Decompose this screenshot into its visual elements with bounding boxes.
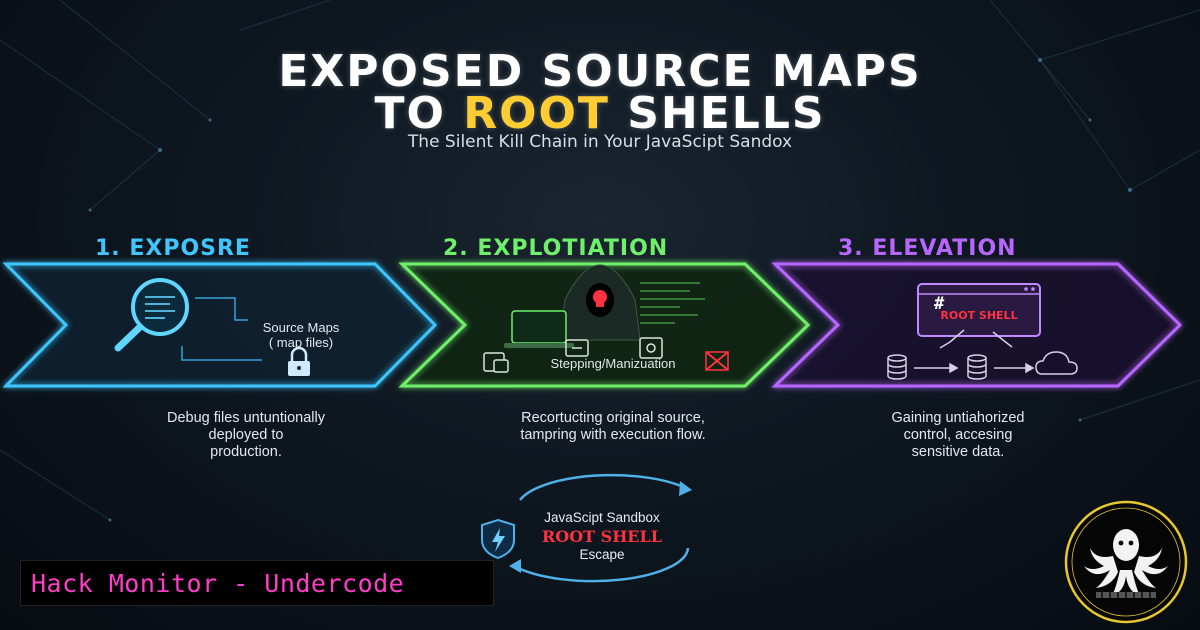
brand-banner: Hack Monitor - Undercode [20, 560, 494, 606]
stage-3-desc-line-1: Gaining untiahorized [891, 410, 1025, 426]
root-shell-screen-label: ROOT SHELL [940, 309, 1018, 322]
title-prefix: TO [374, 88, 464, 139]
title-line-1: EXPOSED SOURCE MAPS [278, 46, 922, 97]
cycle-line-2: ROOT SHELL [541, 527, 662, 546]
stage-2-desc-line-2: tampring with execution flow. [520, 427, 706, 443]
cloud-icon [1035, 351, 1078, 375]
stage-2-description: Recortucting original source, tampring w… [458, 410, 768, 444]
hash-symbol: # [934, 294, 945, 314]
magnifier-icon [114, 278, 189, 352]
title-suffix: SHELLS [609, 88, 826, 139]
stage-1-desc-line-1: Debug files untuntionally [167, 410, 325, 426]
laptop-icon [504, 310, 574, 348]
stage-1-desc-line-2: deployed to [208, 427, 284, 443]
subtitle: The Silent Kill Chain in Your JavaScipt … [407, 132, 793, 152]
arrows-icon [914, 362, 1035, 374]
hacker-icon [559, 264, 641, 341]
source-maps-label: Source Maps ( map files) [236, 320, 366, 350]
title-line-2: TO ROOT SHELLS [0, 88, 1200, 139]
stage-2-desc-line-1: Recortucting original source, [521, 410, 705, 426]
stage-2-title: 2. EXPLOTIATION [443, 236, 669, 261]
file-icon [483, 352, 509, 373]
database-icon-2 [967, 354, 987, 380]
cycle-line-3: Escape [579, 547, 625, 562]
octopus-logo [1064, 500, 1188, 624]
source-maps-label-line-1: Source Maps [262, 320, 340, 335]
cycle-arrows-icon [513, 473, 690, 583]
stage-3-title: 3. ELEVATION [838, 236, 1017, 261]
code-lines-icon [640, 282, 705, 324]
cycle-line-1: JavaScipt Sandbox [544, 510, 660, 525]
shield-icon [481, 518, 515, 560]
terminal-icon [565, 339, 589, 357]
title-accent: ROOT [463, 88, 610, 139]
settings-file-icon [639, 337, 663, 359]
lock-icon [288, 346, 310, 376]
stage-1-desc-line-3: production. [210, 444, 282, 460]
terminal-window-icon [917, 283, 1041, 337]
source-maps-label-line-2: ( map files) [268, 335, 334, 350]
stage-1-title: 1. EXPOSRE [95, 236, 251, 261]
chain-icon [939, 329, 1013, 349]
stage-3-description: Gaining untiahorized control, accesing s… [840, 410, 1076, 461]
stepping-label: Stepping/Manizuation [550, 356, 676, 371]
blocked-icon [705, 351, 729, 371]
chevron-stage-1 [2, 262, 438, 388]
stage-3-desc-line-3: sensitive data. [911, 444, 1005, 460]
stage-1-description: Debug files untuntionally deployed to pr… [108, 410, 384, 461]
stage-3-desc-line-2: control, accesing [903, 427, 1013, 443]
database-icon [887, 354, 907, 380]
